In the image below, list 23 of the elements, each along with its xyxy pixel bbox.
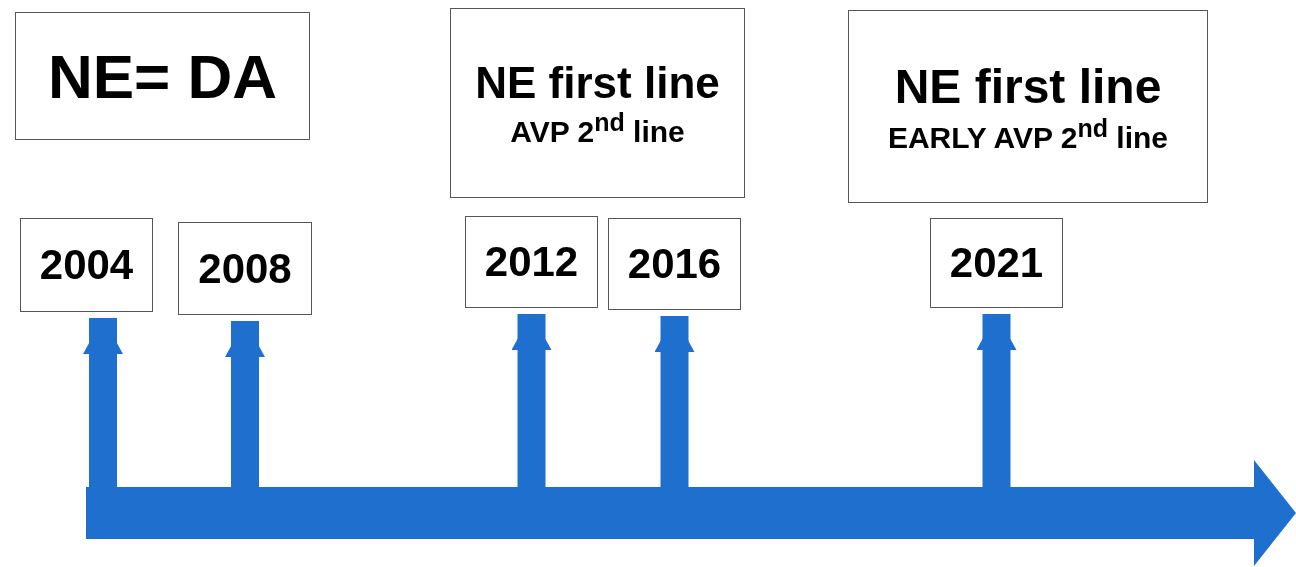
arrow (976, 314, 1017, 489)
text-box (15, 12, 310, 140)
year-box (20, 218, 153, 312)
year-label: 2021 (949, 239, 1044, 287)
label-text: NE= DA (47, 40, 278, 112)
label-text: NE first line (894, 58, 1162, 114)
text-box (450, 8, 745, 198)
year-label: 2004 (39, 241, 134, 289)
label-text: EARLY AVP 2$^{nd}$ line (887, 113, 1169, 155)
year-box (930, 218, 1063, 308)
arrow (654, 316, 695, 489)
year-label: 2016 (627, 240, 722, 288)
label-text: NE first line (475, 57, 720, 108)
arrow (225, 321, 265, 489)
year-box (608, 218, 741, 310)
year-label: 2012 (484, 238, 579, 286)
year-box (465, 216, 598, 308)
arrow (511, 314, 552, 489)
text-box (848, 10, 1208, 203)
arrow (83, 318, 123, 489)
year-label: 2008 (198, 244, 292, 293)
label-text: AVP 2$^{nd}$ line (510, 107, 685, 149)
year-box (178, 222, 312, 315)
